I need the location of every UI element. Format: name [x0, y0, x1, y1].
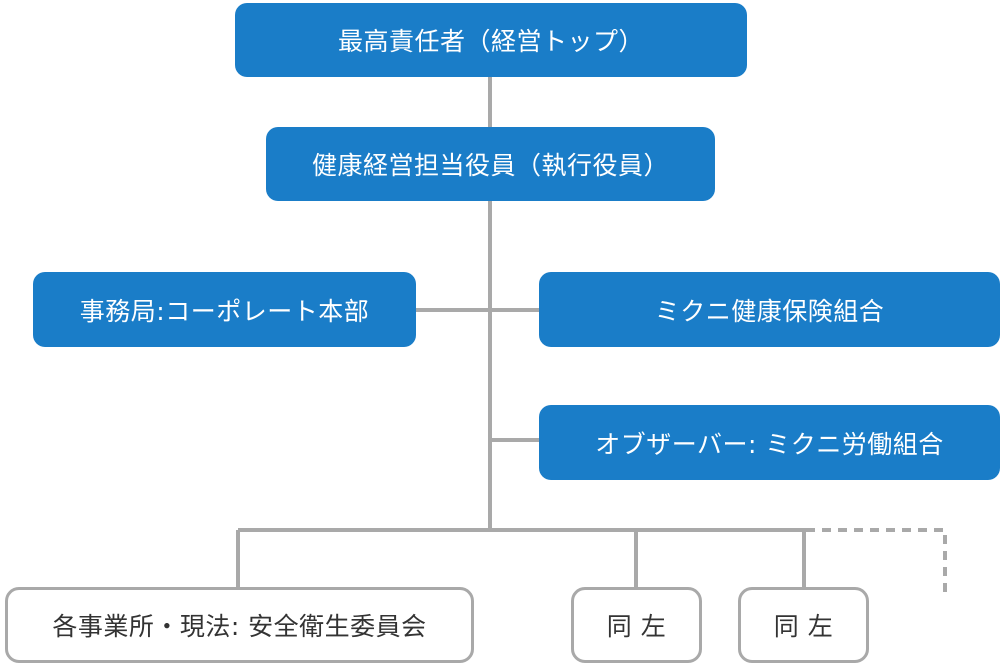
observer-node: オブザーバー: ミクニ労働組合 [539, 405, 1000, 480]
health-insurance-node: ミクニ健康保険組合 [539, 272, 1000, 347]
secretariat-node: 事務局:コーポレート本部 [33, 272, 416, 347]
same-as-left-node-1: 同 左 [571, 587, 702, 663]
committee-node: 各事業所・現法: 安全衛生委員会 [5, 587, 474, 663]
health-officer-node: 健康経営担当役員（執行役員） [266, 127, 715, 201]
same-as-left-node-2: 同 左 [738, 587, 869, 663]
top-executive-node: 最高責任者（経営トップ） [235, 3, 747, 77]
connector-dashed-continuation [806, 528, 947, 593]
